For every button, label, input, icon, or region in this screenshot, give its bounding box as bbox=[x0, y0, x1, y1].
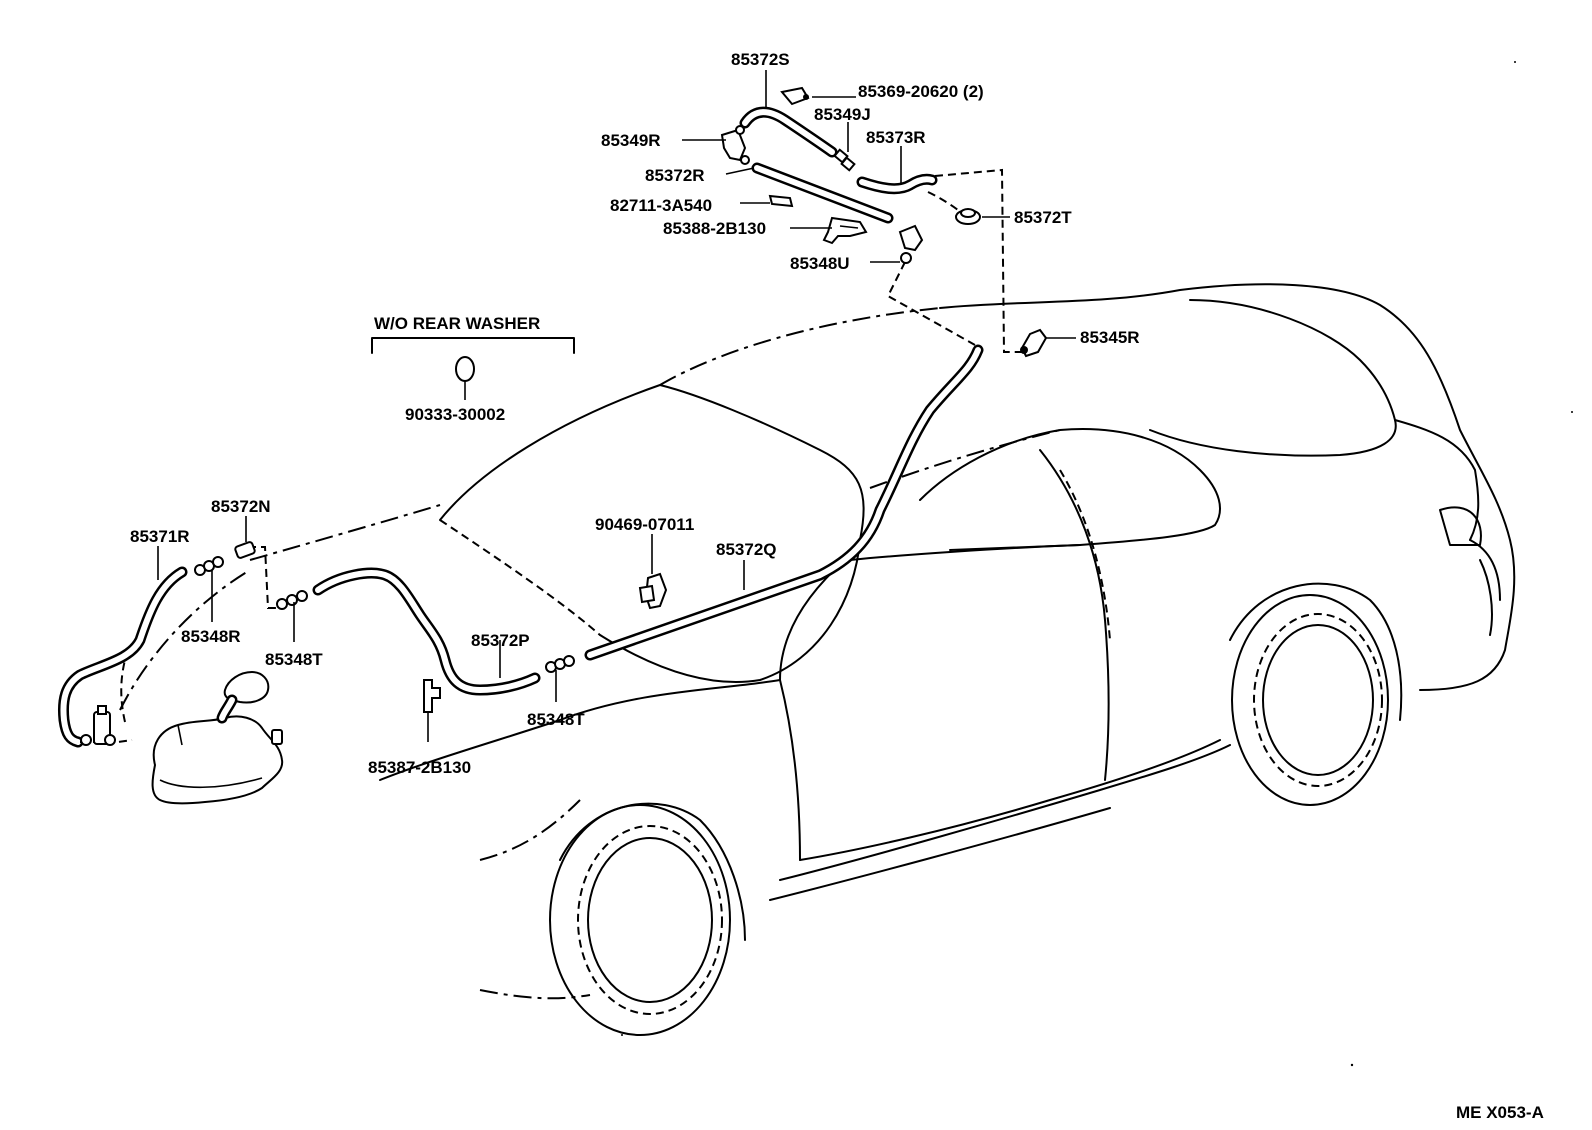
ring-90333-30002 bbox=[455, 356, 475, 382]
label-85371R: 85371R bbox=[130, 527, 190, 546]
diagram-code: ME X053-A bbox=[1456, 1103, 1544, 1122]
label-85348R: 85348R bbox=[181, 627, 241, 646]
joint-85348U bbox=[898, 224, 924, 264]
label-85369-20620: 85369-20620 (2) bbox=[858, 82, 984, 101]
joint-85348R bbox=[194, 556, 224, 576]
part-82711-3A540 bbox=[768, 194, 794, 208]
bracket-85387-2B130 bbox=[423, 679, 441, 713]
label-85372Q: 85372Q bbox=[716, 540, 777, 559]
callout-labels: 85372S 85369-20620 (2) 85349J 85349R 853… bbox=[130, 50, 1544, 1122]
label-85348U: 85348U bbox=[790, 254, 850, 273]
hose-85372R bbox=[751, 162, 894, 224]
clip-85369-20620 bbox=[780, 86, 810, 106]
joint-85348T-upper bbox=[276, 590, 308, 610]
grommet-85372T bbox=[955, 208, 981, 225]
hose-85372P bbox=[312, 567, 541, 696]
label-85372N: 85372N bbox=[211, 497, 271, 516]
label-85349R: 85349R bbox=[601, 131, 661, 150]
label-85345R: 85345R bbox=[1080, 328, 1140, 347]
label-85372P: 85372P bbox=[471, 631, 530, 650]
label-85372R: 85372R bbox=[645, 166, 705, 185]
label-85348T-upper: 85348T bbox=[265, 650, 323, 669]
label-85349J: 85349J bbox=[814, 105, 871, 124]
joint-85348T-lower bbox=[545, 655, 575, 673]
leader-lines bbox=[157, 70, 1076, 742]
label-90469-07011: 90469-07011 bbox=[595, 515, 694, 534]
routing-lines bbox=[80, 168, 1030, 743]
connector-85372N bbox=[234, 541, 256, 559]
nozzle-85349R bbox=[720, 125, 750, 165]
label-82711-3A540: 82711-3A540 bbox=[610, 196, 712, 215]
label-85387-2B130: 85387-2B130 bbox=[368, 758, 471, 777]
washer-tank bbox=[151, 670, 284, 805]
bracket-85388-2B130 bbox=[822, 216, 868, 245]
clamp-90469-07011 bbox=[638, 572, 668, 610]
wo-rear-washer-bracket bbox=[371, 337, 575, 354]
label-85348T-lower: 85348T bbox=[527, 710, 585, 729]
label-wo-rear-washer: W/O REAR WASHER bbox=[374, 314, 540, 333]
car-body-outline bbox=[119, 283, 1516, 1036]
label-85388-2B130: 85388-2B130 bbox=[663, 219, 766, 238]
label-85372S: 85372S bbox=[731, 50, 790, 69]
joint-85349J bbox=[833, 148, 856, 172]
label-85373R: 85373R bbox=[866, 128, 926, 147]
label-85372T: 85372T bbox=[1014, 208, 1072, 227]
nozzle-85345R bbox=[1020, 328, 1048, 358]
washer-pump bbox=[80, 705, 116, 746]
hose-85372Q bbox=[584, 344, 984, 661]
hose-85373R bbox=[856, 173, 938, 195]
hose-85371R bbox=[57, 566, 188, 748]
label-90333-30002: 90333-30002 bbox=[405, 405, 505, 424]
hose-85372S bbox=[739, 106, 838, 158]
